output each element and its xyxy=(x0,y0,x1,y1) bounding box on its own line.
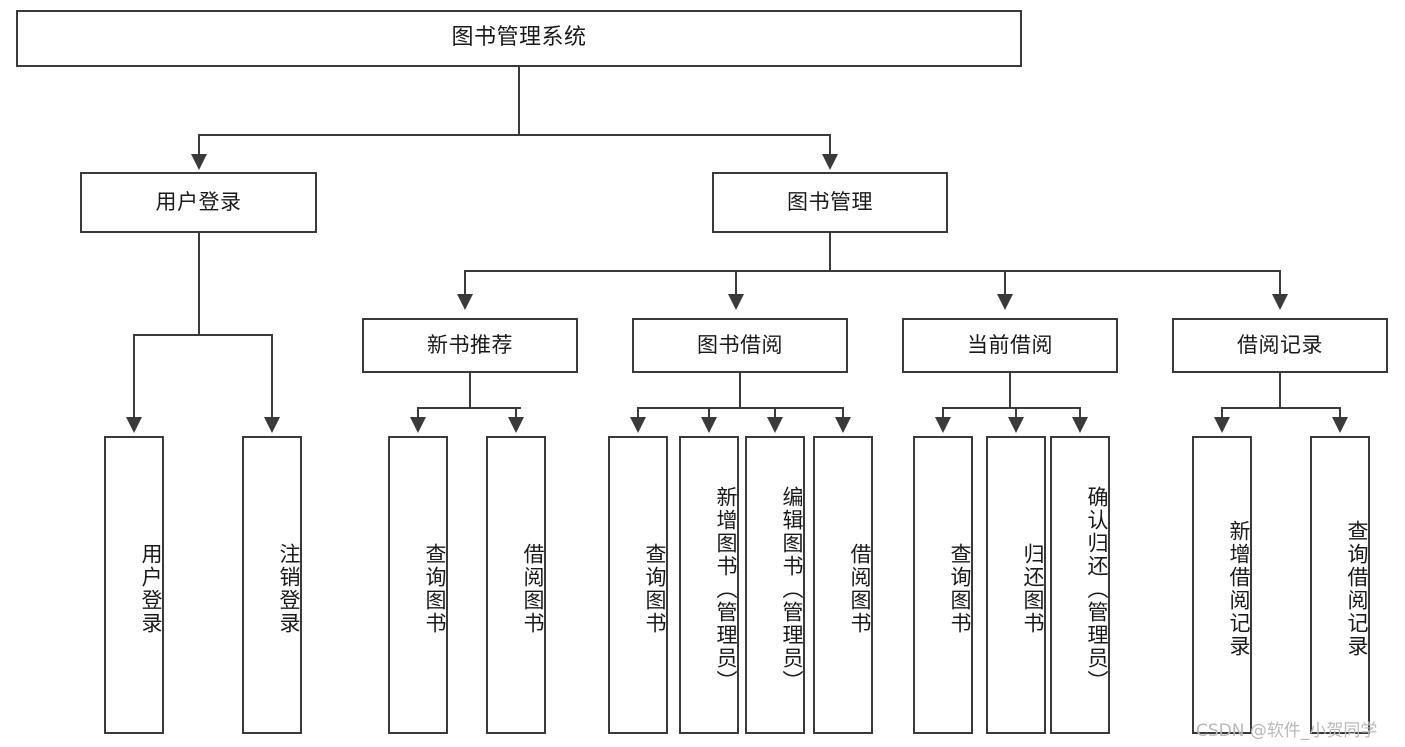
connector-book-management-stem xyxy=(829,233,831,271)
connector-book-borrow-drop-3 xyxy=(774,407,776,418)
node-label: 新增借阅记录 xyxy=(1227,520,1251,658)
node-root-book-management-system[interactable]: 图书管理系统 xyxy=(16,10,1022,67)
connector-to-current-borrow xyxy=(1004,270,1006,295)
node-label: 新增图书（管理员） xyxy=(714,485,738,693)
connector-new-book-bus xyxy=(417,407,521,409)
connector-user-login-drop-2 xyxy=(271,334,273,418)
connector-level3-bus xyxy=(464,270,1280,272)
arrowhead-leaf-query-book-3 xyxy=(935,417,951,433)
connector-borrow-record-bus xyxy=(1221,407,1339,409)
connector-current-borrow-drop-3 xyxy=(1079,407,1081,418)
connector-user-login-drop-1 xyxy=(133,334,135,418)
connector-book-borrow-drop-4 xyxy=(842,407,844,418)
connector-borrow-record-drop-1 xyxy=(1221,407,1223,418)
node-label: 图书借阅 xyxy=(697,332,783,357)
arrowhead-leaf-borrow-book-1 xyxy=(508,417,524,433)
connector-root-stem xyxy=(518,67,520,135)
node-user-login[interactable]: 用户登录 xyxy=(80,172,317,233)
connector-current-borrow-drop-2 xyxy=(1015,407,1017,418)
connector-current-borrow-drop-1 xyxy=(942,407,944,418)
node-label: 用户登录 xyxy=(155,189,242,214)
leaf-add-borrow-record[interactable]: 新增借阅记录 xyxy=(1192,436,1252,734)
arrowhead-leaf-borrow-book-2 xyxy=(835,417,851,433)
leaf-add-book-admin[interactable]: 新增图书（管理员） xyxy=(679,436,739,734)
connector-new-book-stem xyxy=(469,373,471,408)
connector-book-borrow-stem xyxy=(739,373,741,408)
leaf-query-book-borrow[interactable]: 查询图书 xyxy=(608,436,668,734)
connector-to-user-login xyxy=(198,134,200,156)
connector-borrow-record-drop-2 xyxy=(1339,407,1341,418)
connector-to-book-borrow xyxy=(735,270,737,295)
arrowhead-leaf-confirm-return xyxy=(1072,417,1088,433)
leaf-return-book[interactable]: 归还图书 xyxy=(986,436,1046,734)
arrowhead-to-user-login xyxy=(191,154,207,170)
node-label: 查询图书 xyxy=(948,543,972,635)
node-label: 用户登录 xyxy=(139,543,163,635)
leaf-confirm-return-admin[interactable]: 确认归还（管理员） xyxy=(1050,436,1110,734)
arrowhead-to-new-book-recommend xyxy=(457,294,473,310)
leaf-query-book-recommend[interactable]: 查询图书 xyxy=(388,436,448,734)
arrowhead-leaf-query-book-2 xyxy=(630,417,646,433)
arrowhead-to-book-borrow xyxy=(728,294,744,310)
connector-book-borrow-bus xyxy=(637,407,843,409)
node-label: 当前借阅 xyxy=(967,332,1053,357)
node-label: 查询图书 xyxy=(423,543,447,635)
node-current-borrow[interactable]: 当前借阅 xyxy=(902,318,1118,373)
connector-borrow-record-stem xyxy=(1279,373,1281,408)
connector-book-borrow-drop-1 xyxy=(637,407,639,418)
node-label: 借阅图书 xyxy=(848,543,872,635)
leaf-query-book-current[interactable]: 查询图书 xyxy=(913,436,973,734)
node-label: 借阅图书 xyxy=(521,543,545,635)
node-label: 查询借阅记录 xyxy=(1345,520,1369,658)
node-new-book-recommend[interactable]: 新书推荐 xyxy=(362,318,578,373)
connector-to-book-management xyxy=(829,134,831,156)
connector-new-book-drop-2 xyxy=(515,407,517,418)
node-label: 查询图书 xyxy=(643,543,667,635)
arrowhead-leaf-return-book xyxy=(1008,417,1024,433)
arrowhead-leaf-logout xyxy=(264,417,280,433)
arrowhead-to-current-borrow xyxy=(997,294,1013,310)
connector-user-login-bus xyxy=(133,334,272,336)
connector-level2-bus xyxy=(198,134,830,136)
connector-user-login-stem xyxy=(198,233,200,335)
leaf-borrow-book[interactable]: 借阅图书 xyxy=(813,436,873,734)
arrowhead-leaf-edit-book xyxy=(767,417,783,433)
connector-current-borrow-stem xyxy=(1009,373,1011,408)
leaf-logout[interactable]: 注销登录 xyxy=(242,436,302,734)
node-label: 注销登录 xyxy=(277,543,301,635)
connector-to-new-book-recommend xyxy=(464,270,466,295)
arrowhead-leaf-user-login xyxy=(126,417,142,433)
connector-to-borrow-record xyxy=(1279,270,1281,295)
node-book-management[interactable]: 图书管理 xyxy=(712,172,948,233)
node-borrow-record[interactable]: 借阅记录 xyxy=(1172,318,1388,373)
leaf-user-login[interactable]: 用户登录 xyxy=(104,436,164,734)
node-label: 归还图书 xyxy=(1021,543,1045,635)
arrowhead-leaf-query-book-1 xyxy=(410,417,426,433)
node-label: 借阅记录 xyxy=(1237,332,1323,357)
arrowhead-leaf-add-borrow-record xyxy=(1214,417,1230,433)
arrowhead-leaf-query-borrow-record xyxy=(1332,417,1348,433)
node-label: 图书管理 xyxy=(787,189,873,214)
leaf-borrow-book-recommend[interactable]: 借阅图书 xyxy=(486,436,546,734)
arrowhead-to-book-management xyxy=(822,154,838,170)
connector-book-borrow-drop-2 xyxy=(708,407,710,418)
leaf-query-borrow-record[interactable]: 查询借阅记录 xyxy=(1310,436,1370,734)
connector-current-borrow-bus xyxy=(942,407,1080,409)
node-label: 新书推荐 xyxy=(427,332,513,357)
leaf-edit-book-admin[interactable]: 编辑图书（管理员） xyxy=(745,436,805,734)
arrowhead-leaf-add-book xyxy=(701,417,717,433)
connector-new-book-drop-1 xyxy=(417,407,419,418)
node-book-borrow[interactable]: 图书借阅 xyxy=(632,318,848,373)
node-label: 确认归还（管理员） xyxy=(1085,485,1109,693)
node-label: 图书管理系统 xyxy=(451,25,587,51)
node-label: 编辑图书（管理员） xyxy=(780,485,804,693)
arrowhead-to-borrow-record xyxy=(1272,294,1288,310)
